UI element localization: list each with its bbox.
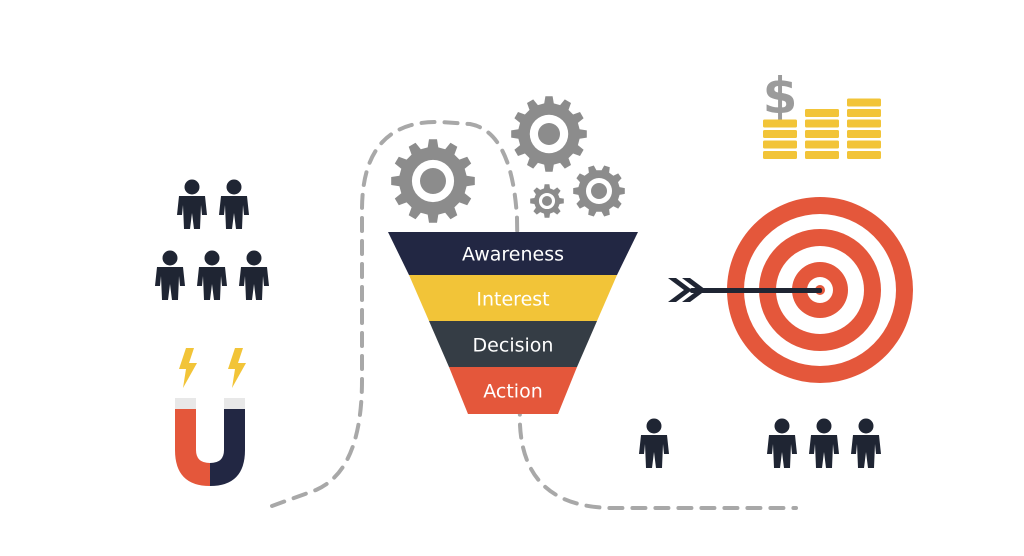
funnel-stage-label: Interest [476,289,549,311]
funnel-stage-decision [429,321,597,367]
funnel-stage-interest [409,275,617,321]
coin-stack-icon [763,119,797,159]
lightning-icon [228,348,246,388]
arrow-icon [668,278,822,302]
funnel-stage-awareness [388,232,638,275]
converted-people-group [767,418,881,468]
funnel-stage-label: Decision [473,335,554,357]
person-icon [639,418,669,468]
gear-icon [573,165,625,217]
funnel-stage-label: Action [483,381,543,403]
money-group: $ [763,67,881,159]
person-icon [177,179,207,229]
funnel: Awareness Interest Decision Action [388,232,638,414]
lightning-icon [179,348,197,388]
funnel-stage-action [449,367,577,414]
person-icon [155,250,185,300]
coin-stack-icon [847,98,881,159]
magnet-icon [175,398,245,486]
person-icon [809,418,839,468]
lightning-icons [179,348,246,388]
person-icon [219,179,249,229]
gear-icon [511,96,587,172]
person-icon [767,418,797,468]
person-icon [239,250,269,300]
journey-dashed-path [270,119,798,510]
person-icon [851,418,881,468]
coin-stack-icon [805,109,839,159]
gear-icon [391,139,475,223]
funnel-stage-label: Awareness [462,244,564,266]
lead-people-group [155,179,269,300]
gears-group [391,96,625,223]
converted-single-group [639,418,669,468]
gear-icon [530,184,564,218]
dollar-icon: $ [763,67,798,125]
person-icon [197,250,227,300]
